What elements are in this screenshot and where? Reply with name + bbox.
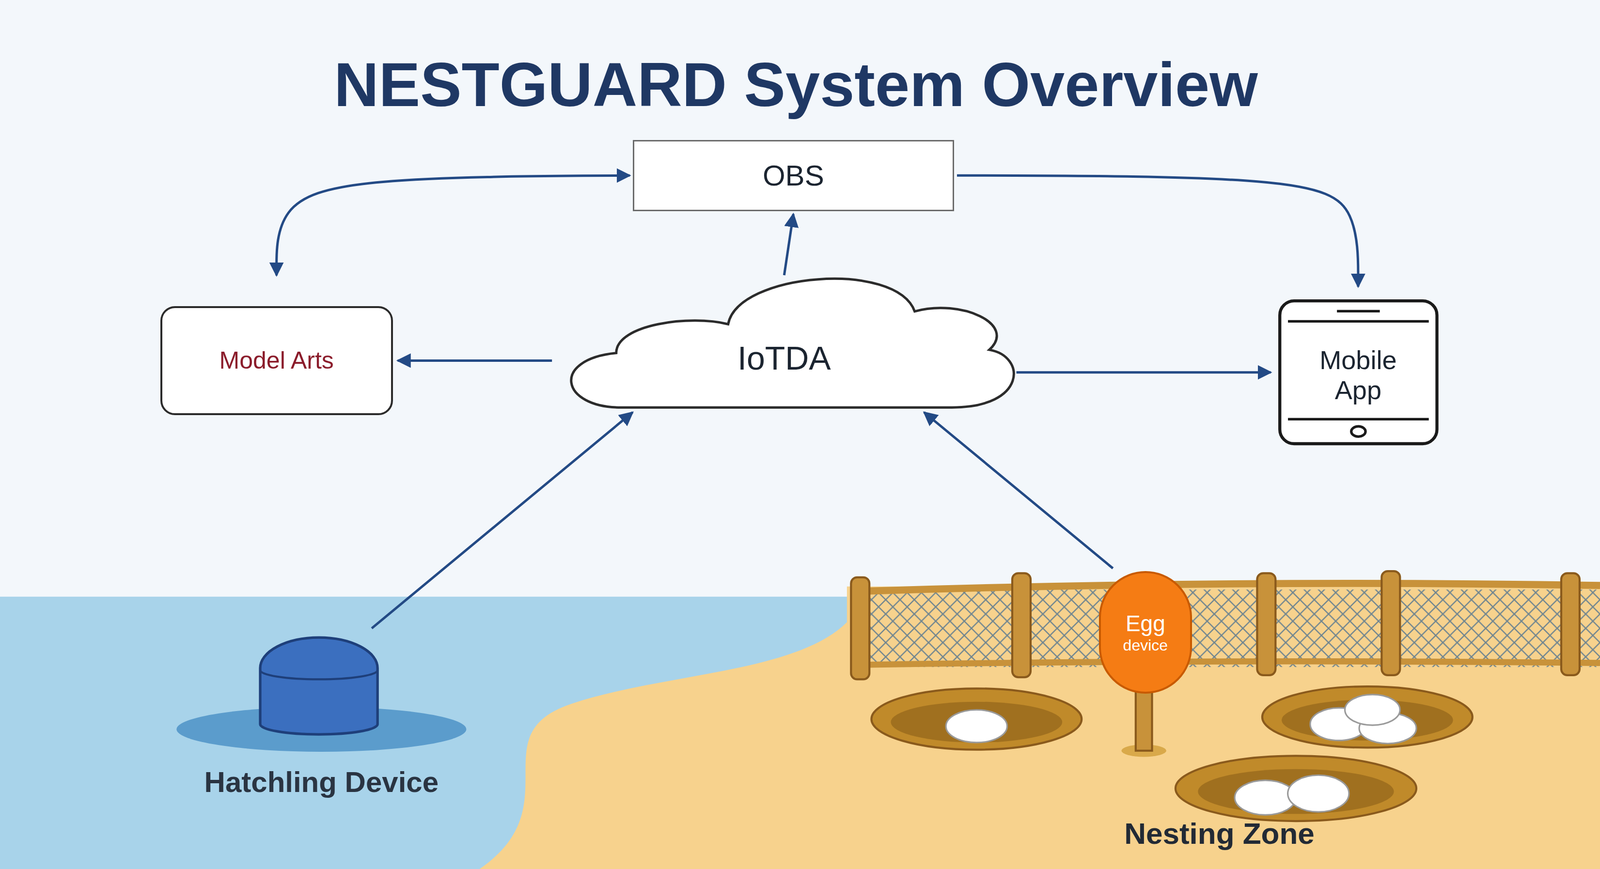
hatchling-device: Hatchling Device xyxy=(173,627,470,801)
illustration-part xyxy=(851,589,1600,668)
connector-arrow xyxy=(276,175,630,276)
illustration-part xyxy=(1561,573,1580,676)
node-label: Egg xyxy=(1125,611,1166,637)
mobile-phone: Mobile App xyxy=(1277,298,1440,446)
illustration-part xyxy=(1287,775,1350,813)
illustration-part xyxy=(1012,573,1031,678)
node-label: Model Arts xyxy=(219,346,334,376)
connector-arrow xyxy=(784,214,794,276)
buoy-body xyxy=(260,637,378,735)
illustration-part xyxy=(1197,769,1394,815)
illustration-part xyxy=(1234,780,1296,816)
egg-device: Eggdevice xyxy=(1098,571,1193,694)
illustration-part xyxy=(851,583,1600,592)
illustration-part xyxy=(1345,694,1401,726)
illustration-part xyxy=(1175,755,1417,822)
node-label: Mobile App xyxy=(1304,345,1412,406)
phone-body xyxy=(1279,300,1437,444)
illustration-part xyxy=(850,577,870,680)
home-button xyxy=(1350,426,1365,437)
node-label: IoTDA xyxy=(737,339,832,377)
connector-arrow xyxy=(1016,371,1271,374)
egg-post xyxy=(1121,683,1167,758)
node-label: Hatchling Device xyxy=(204,765,440,800)
node-label: device xyxy=(1123,636,1169,655)
connector-arrow xyxy=(371,412,633,629)
connector-arrow xyxy=(956,175,1359,287)
illustration-part xyxy=(1381,571,1400,676)
sand xyxy=(479,586,1600,869)
cloud-path xyxy=(571,278,1014,408)
storage-box: OBS xyxy=(632,140,955,212)
fence xyxy=(850,571,1600,680)
illustration-part xyxy=(850,571,1580,680)
illustration-part xyxy=(1256,573,1276,676)
screen-bottom xyxy=(1287,418,1429,421)
diagram-title: NESTGUARD System Overview xyxy=(333,48,1258,121)
speaker xyxy=(1336,310,1380,313)
zone-label: Nesting Zone xyxy=(1124,816,1315,851)
connector-arrow xyxy=(397,359,552,362)
nests xyxy=(871,686,1473,822)
cloud-platform: IoTDA xyxy=(550,260,1018,421)
node-label: OBS xyxy=(762,158,825,193)
connector-arrow xyxy=(924,412,1114,569)
buoy-seam xyxy=(260,670,378,680)
screen-top xyxy=(1287,320,1429,323)
service-box: Model Arts xyxy=(160,306,393,416)
illustration-part xyxy=(945,710,1007,743)
illustration-part xyxy=(871,688,1082,750)
illustration-part xyxy=(890,702,1063,743)
illustration-part xyxy=(1262,686,1473,748)
illustration-part xyxy=(851,661,1600,666)
